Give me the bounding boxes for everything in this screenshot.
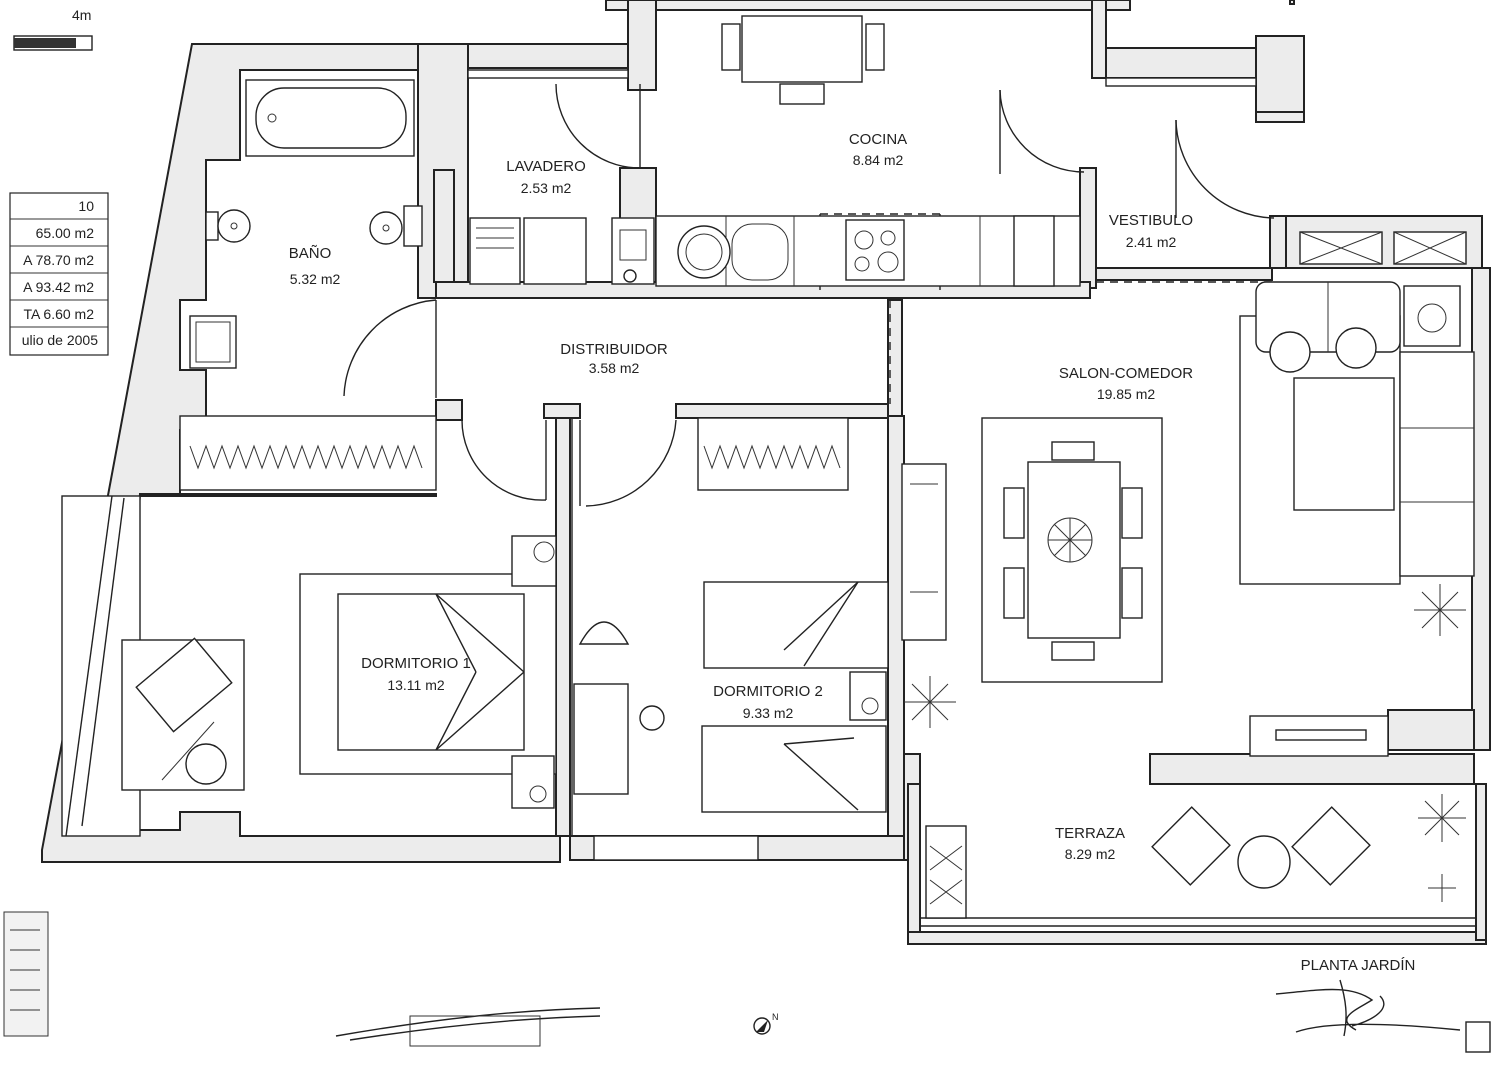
- compass-letter: N: [772, 1012, 779, 1022]
- desk: [573, 621, 665, 795]
- toilet-icon: [205, 209, 251, 243]
- room-name-terraza: TERRAZA: [1055, 825, 1125, 842]
- site-plan-thumbnail: [3, 911, 49, 1037]
- legend-line: ulio de 2005: [22, 332, 99, 348]
- compass-icon: N: [753, 1012, 779, 1035]
- legend-line: A 93.42 m2: [23, 279, 94, 295]
- room-name-bano: BAÑO: [289, 245, 332, 262]
- legend-line: 10: [78, 198, 94, 214]
- windows: [61, 69, 1476, 927]
- room-area-salon: 19.85 m2: [1097, 386, 1156, 402]
- tv-unit: [1249, 715, 1389, 757]
- room-area-dormitorio-1: 13.11 m2: [387, 677, 445, 693]
- room-area-vestibulo: 2.41 m2: [1126, 234, 1177, 250]
- shower-tray: [189, 315, 237, 369]
- scale-bar: 4m: [13, 7, 93, 51]
- legend-line: TA 6.60 m2: [23, 306, 94, 322]
- signature-icon: [1275, 979, 1461, 1037]
- room-name-cocina: COCINA: [849, 131, 907, 148]
- room-area-lavadero: 2.53 m2: [521, 180, 572, 196]
- room-labels: LAVADERO 2.53 m2 COCINA 8.84 m2 VESTIBUL…: [289, 131, 1194, 862]
- sofa-icon: [1239, 281, 1475, 585]
- bathtub-icon: [245, 79, 415, 157]
- room-area-distribuidor: 3.58 m2: [589, 360, 640, 376]
- room-name-dormitorio-1: DORMITORIO 1: [361, 655, 471, 672]
- terrace-furniture: [925, 806, 1371, 919]
- area-legend-table: 10 65.00 m2 A 78.70 m2 A 93.42 m2 TA 6.6…: [9, 192, 109, 356]
- dining-table-icon: [981, 417, 1163, 683]
- floor-label: PLANTA JARDÍN: [1301, 957, 1416, 974]
- room-area-cocina: 8.84 m2: [853, 152, 904, 168]
- room-area-dormitorio-2: 9.33 m2: [743, 705, 794, 721]
- room-area-bano: 5.32 m2: [290, 271, 341, 287]
- bed-icon: [299, 535, 557, 809]
- room-name-dormitorio-2: DORMITORIO 2: [713, 683, 823, 700]
- legend-line: 65.00 m2: [36, 225, 95, 241]
- scale-label: 4m: [72, 7, 91, 23]
- room-name-distribuidor: DISTRIBUIDOR: [560, 341, 668, 358]
- room-name-lavadero: LAVADERO: [506, 158, 585, 175]
- armchair-icon: [121, 637, 245, 791]
- doors: [343, 83, 1275, 836]
- washing-machine-icon: [469, 217, 655, 285]
- building-outline: [335, 1007, 601, 1047]
- sink-icon: [369, 205, 423, 247]
- room-area-terraza: 8.29 m2: [1065, 846, 1116, 862]
- wardrobe: [179, 415, 849, 491]
- bookshelf: [901, 463, 947, 641]
- dining-table-icon: [721, 15, 885, 105]
- legend-line: A 78.70 m2: [23, 252, 94, 268]
- plant-icon: [904, 517, 1466, 902]
- stove-icon: [845, 219, 905, 281]
- bed-icon: [701, 581, 889, 813]
- room-name-vestibulo: VESTIBULO: [1109, 212, 1193, 229]
- room-name-salon: SALON-COMEDOR: [1059, 365, 1193, 382]
